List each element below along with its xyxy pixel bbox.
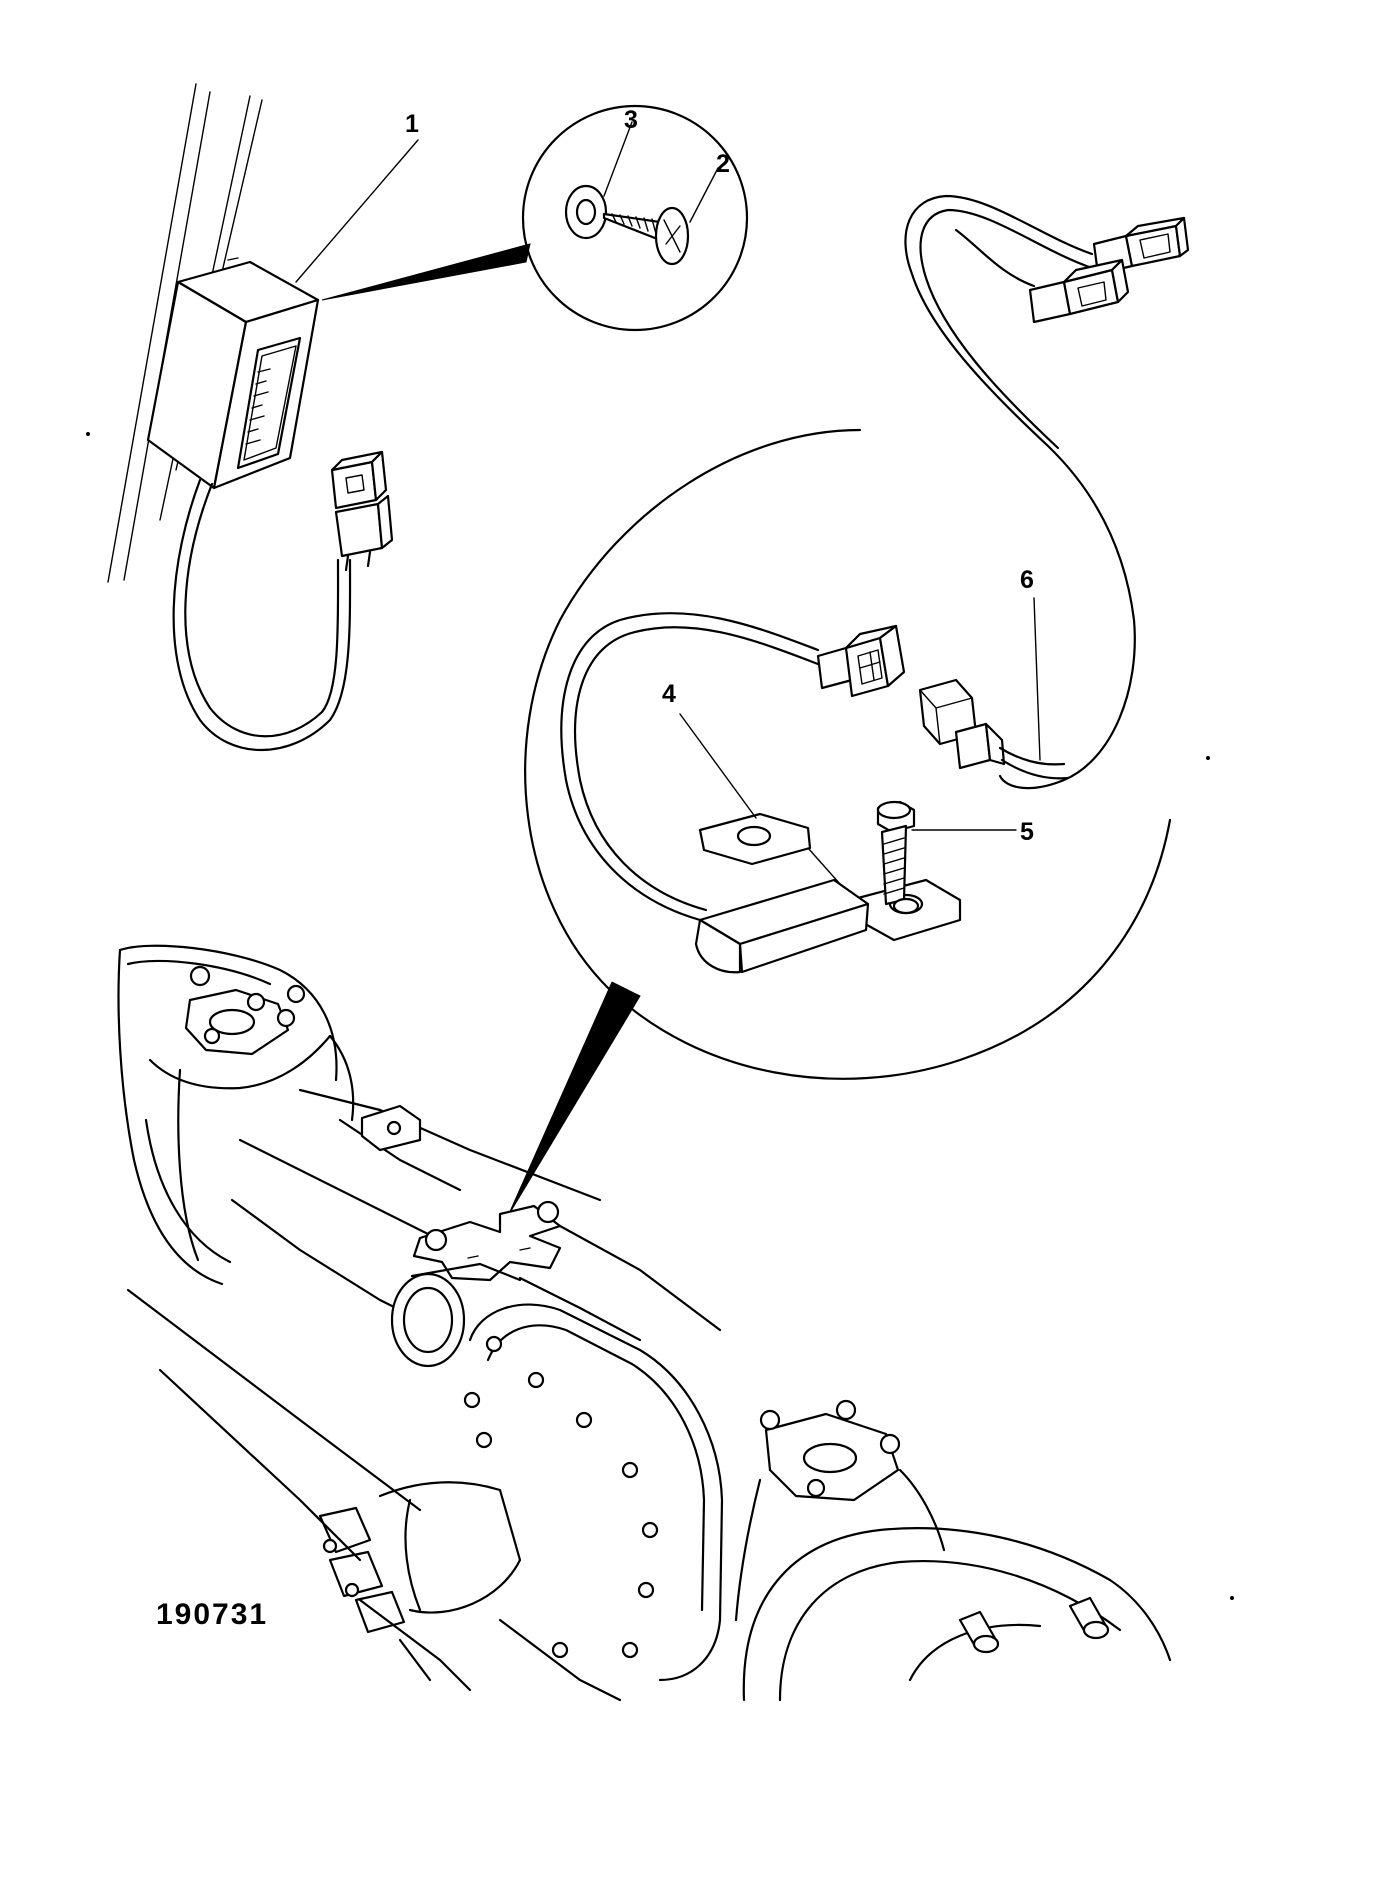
- speck: [1206, 756, 1210, 760]
- gauge-unit: [146, 260, 352, 751]
- leader-line-6: [1033, 597, 1041, 761]
- washer-item-3: [564, 184, 608, 240]
- callout-1: 1: [405, 110, 419, 138]
- callout-3: 3: [624, 106, 638, 134]
- leader-line-4: [679, 713, 757, 819]
- gauge-connector: [330, 450, 394, 572]
- screw-item-2: [602, 206, 690, 266]
- leader-line-1: [295, 139, 419, 283]
- sensor-inset: [524, 428, 1172, 1080]
- speck: [86, 432, 90, 436]
- inset-pointer: [507, 981, 641, 1217]
- callout-6: 6: [1020, 566, 1034, 594]
- speck: [1230, 1596, 1234, 1600]
- upper-harness: [904, 194, 1190, 790]
- axle-assembly: [117, 944, 1172, 1702]
- callout-4: 4: [662, 680, 676, 708]
- fastener-inset: [321, 104, 749, 332]
- sensor-item-4: [694, 812, 962, 974]
- bolt-item-5: [876, 800, 920, 915]
- figure-number: 190731: [156, 1598, 268, 1631]
- callout-5: 5: [1020, 818, 1034, 846]
- callout-2: 2: [716, 150, 730, 178]
